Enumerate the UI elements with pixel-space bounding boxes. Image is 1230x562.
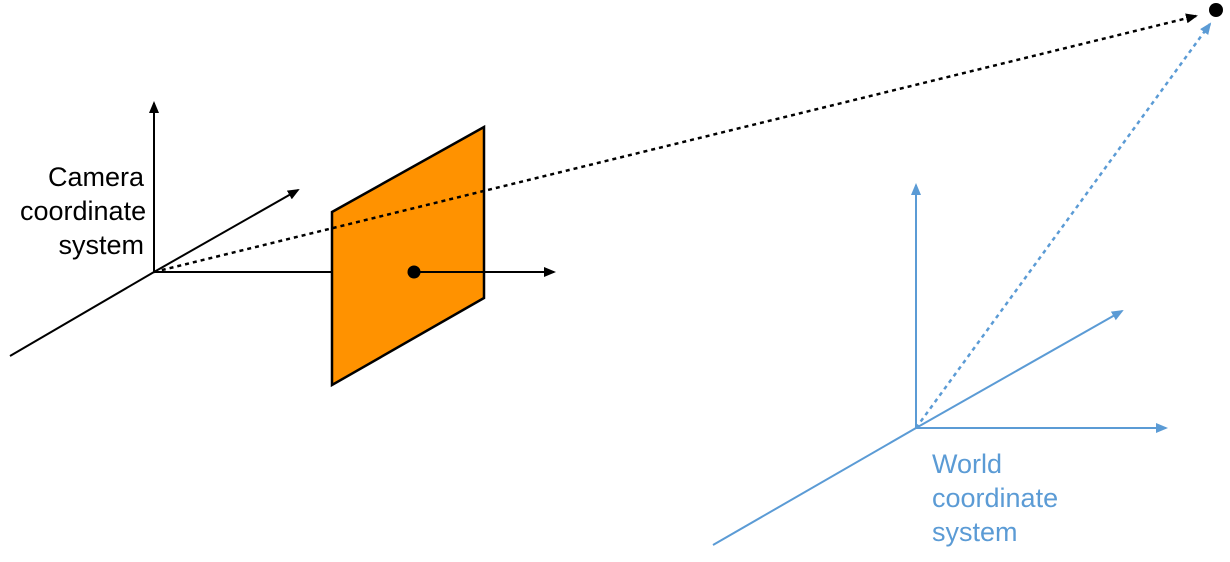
camera-label-line-1: Camera (47, 162, 144, 192)
camera-label-line-2: coordinate (20, 196, 147, 226)
camera-label-line-3: system (58, 230, 144, 260)
world-label-line-3: system (932, 517, 1018, 547)
camera-axis-depth-back (9, 271, 155, 357)
world-coordinate-system-label: World coordinate system (932, 447, 1058, 549)
camera-axes (9, 101, 334, 357)
world-axis-depth-forward (915, 310, 1124, 429)
world-axes (712, 183, 1168, 546)
world-label-line-2: coordinate (932, 483, 1059, 513)
camera-to-point-ray (153, 13, 1198, 274)
world-axis-depth-back (712, 427, 917, 546)
image-plane (330, 124, 486, 388)
world-point (1209, 3, 1223, 17)
principal-point (407, 265, 421, 279)
camera-coordinate-system-label: Camera coordinate system (20, 160, 147, 262)
camera-axis-depth-forward (153, 189, 300, 273)
world-label-line-1: World (932, 449, 1003, 479)
world-to-point-ray (914, 22, 1212, 429)
